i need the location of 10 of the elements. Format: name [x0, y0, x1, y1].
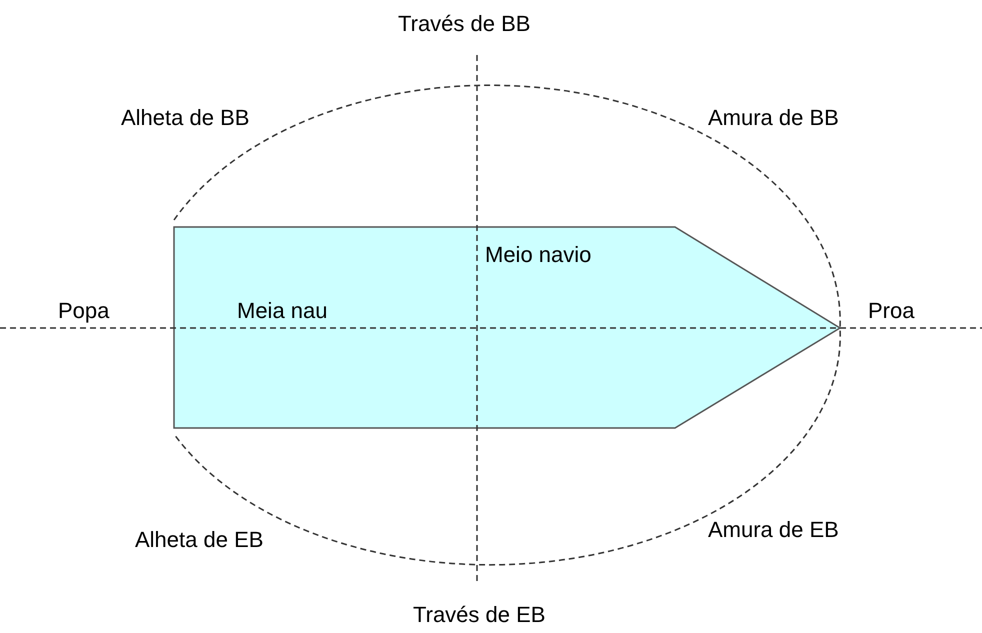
- direction-label: Través de BB: [398, 11, 530, 37]
- direction-label: Popa: [58, 298, 110, 324]
- ship-part-label: Meia nau: [237, 298, 328, 324]
- ship-part-label: Meio navio: [485, 242, 592, 268]
- direction-label: Proa: [868, 298, 914, 324]
- direction-label: Amura de EB: [708, 517, 839, 543]
- direction-label: Través de EB: [413, 602, 546, 628]
- direction-label: Alheta de EB: [135, 527, 264, 553]
- direction-label: Amura de BB: [708, 105, 839, 131]
- direction-label: Alheta de BB: [121, 105, 250, 131]
